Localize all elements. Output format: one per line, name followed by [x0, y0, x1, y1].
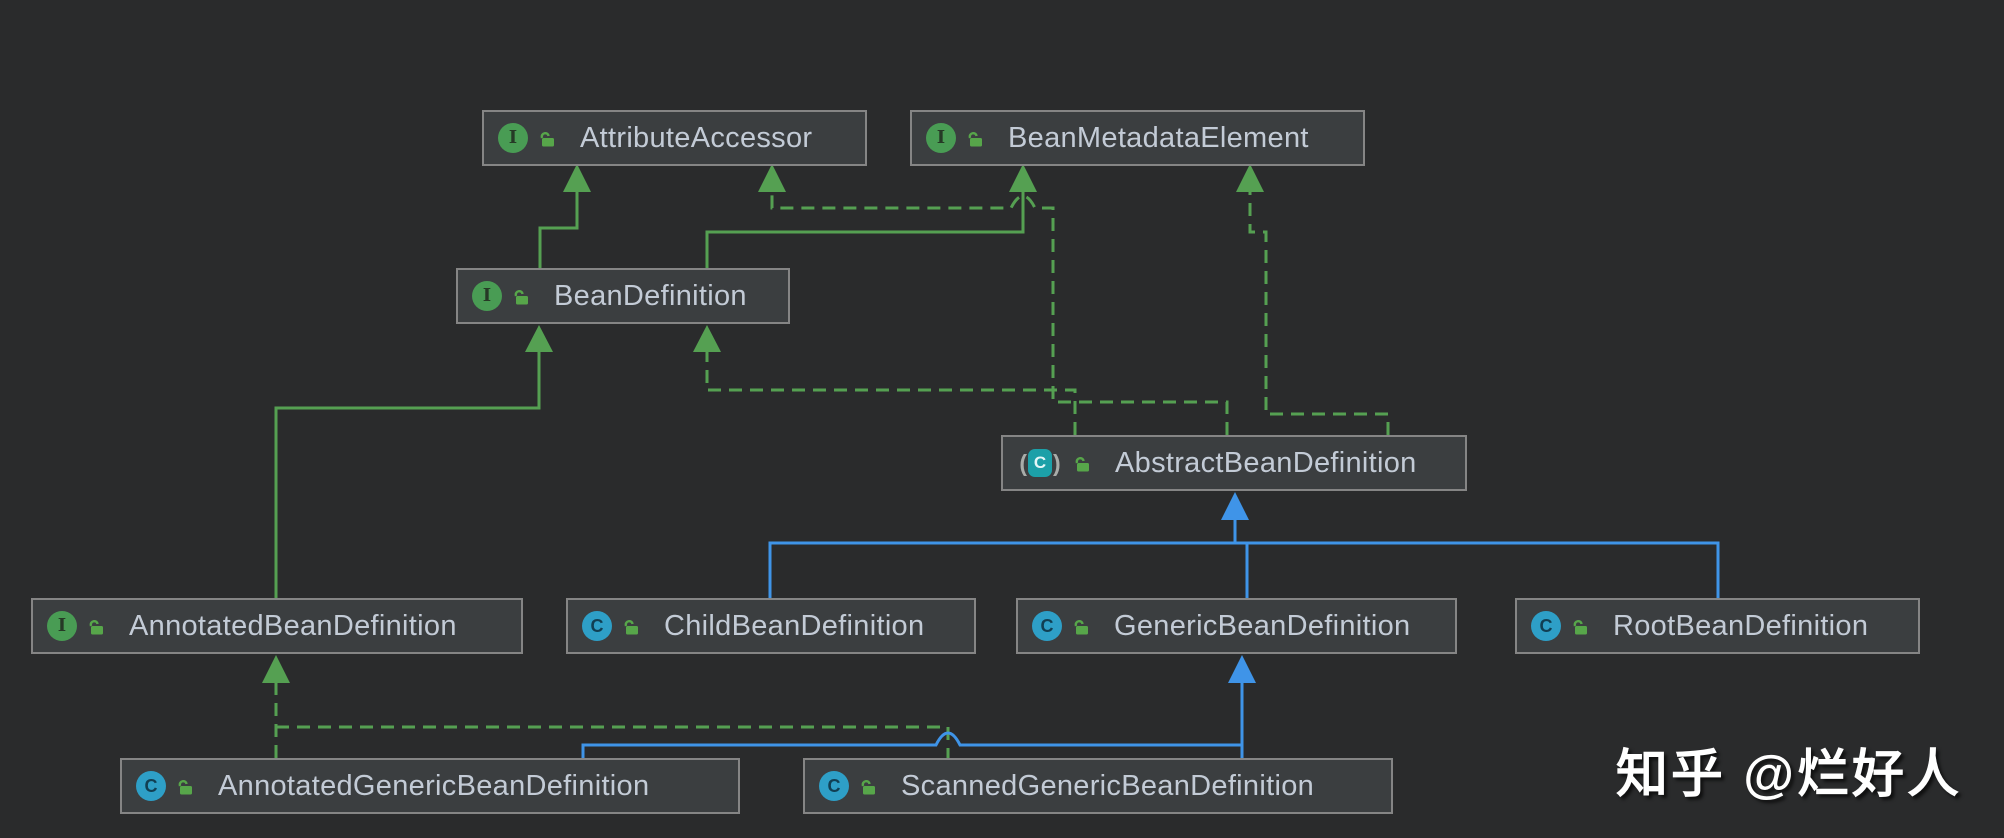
class-node-rootbeandefinition[interactable]: C RootBeanDefinition — [1515, 598, 1920, 654]
arrowhead — [563, 164, 591, 192]
edge-classes-abstractbeandefinition-trunk — [768, 541, 1720, 598]
class-icon: C — [1032, 611, 1062, 641]
class-name-label: BeanDefinition — [554, 279, 747, 312]
unlocked-icon — [1072, 454, 1091, 473]
class-name-label: AnnotatedBeanDefinition — [129, 609, 457, 642]
class-name-label: ScannedGenericBeanDefinition — [901, 769, 1315, 802]
class-node-annotatedbeandefinition[interactable]: I AnnotatedBeanDefinition — [31, 598, 523, 654]
edge-abstractbeandefinition-beanmetadataelement — [1248, 191, 1390, 435]
interface-icon: I — [498, 123, 528, 153]
unlocked-icon — [537, 129, 556, 148]
edge-beandefinition-attributeaccessor — [538, 191, 579, 268]
unlocked-icon — [621, 617, 640, 636]
interface-icon: I — [47, 611, 77, 641]
class-node-genericbeandefinition[interactable]: C GenericBeanDefinition — [1016, 598, 1457, 654]
unlocked-icon — [858, 777, 877, 796]
class-name-label: GenericBeanDefinition — [1114, 609, 1411, 642]
arrowhead — [262, 655, 290, 683]
class-name-label: RootBeanDefinition — [1613, 609, 1869, 642]
unlocked-icon — [175, 777, 194, 796]
zhihu-watermark: 知乎 @烂好人 — [1615, 746, 1962, 804]
interface-icon: I — [472, 281, 502, 311]
edge-scannedgeneric-annotatedbeandefinition — [276, 725, 950, 758]
arrowhead — [1221, 492, 1249, 520]
class-icon: C — [819, 771, 849, 801]
arrowhead — [1236, 164, 1264, 192]
class-name-label: ChildBeanDefinition — [664, 609, 925, 642]
class-node-scannedgenericbeandefinition[interactable]: C ScannedGenericBeanDefinition — [803, 758, 1393, 814]
edge-generics-genericbeandefinition-trunk — [581, 683, 1244, 758]
abstract-class-icon: (C) — [1019, 449, 1061, 477]
class-node-abstractbeandefinition[interactable]: (C) AbstractBeanDefinition — [1001, 435, 1467, 491]
arrowhead — [1009, 164, 1037, 192]
edge-abstractbeandefinition-beandefinition — [705, 351, 1077, 435]
edge-annotatedbeandefinition-beandefinition — [274, 351, 541, 598]
class-name-label: BeanMetadataElement — [1008, 121, 1309, 154]
class-icon: C — [136, 771, 166, 801]
arrowhead — [525, 325, 553, 352]
arrowhead — [693, 325, 721, 352]
class-node-attributeaccessor[interactable]: I AttributeAccessor — [482, 110, 867, 166]
class-name-label: AbstractBeanDefinition — [1115, 446, 1417, 479]
unlocked-icon — [965, 129, 984, 148]
unlocked-icon — [1570, 617, 1589, 636]
class-node-beanmetadataelement[interactable]: I BeanMetadataElement — [910, 110, 1365, 166]
unlocked-icon — [511, 287, 530, 306]
class-node-beandefinition[interactable]: I BeanDefinition — [456, 268, 790, 324]
arrowhead — [1228, 655, 1256, 683]
class-node-childbeandefinition[interactable]: C ChildBeanDefinition — [566, 598, 976, 654]
class-icon: C — [1531, 611, 1561, 641]
edge-abstractbeandefinition-attributeaccessor — [770, 191, 1229, 435]
unlocked-icon — [86, 617, 105, 636]
unlocked-icon — [1071, 617, 1090, 636]
edge-beandefinition-beanmetadataelement — [705, 191, 1025, 268]
arrowhead — [758, 164, 786, 192]
class-node-annotatedgenericbeandefinition[interactable]: C AnnotatedGenericBeanDefinition — [120, 758, 740, 814]
interface-icon: I — [926, 123, 956, 153]
class-name-label: AttributeAccessor — [580, 121, 813, 154]
class-name-label: AnnotatedGenericBeanDefinition — [218, 769, 650, 802]
class-icon: C — [582, 611, 612, 641]
